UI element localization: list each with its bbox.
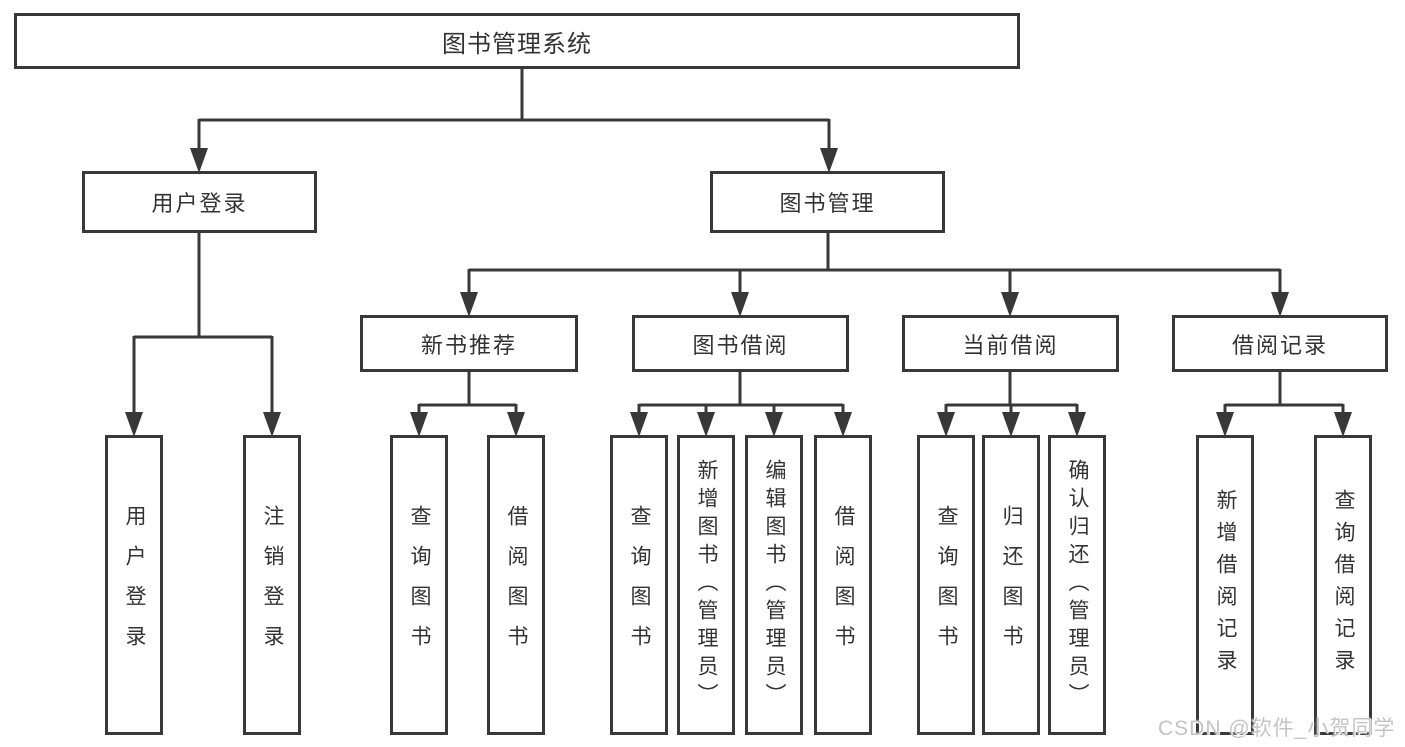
leaf-current-confirm-label: 确认归还（管理员） (1066, 459, 1089, 711)
leaf-logout-label: 注销登录 (261, 505, 284, 665)
arrowhead (937, 412, 955, 437)
node-root-label: 图书管理系统 (442, 30, 592, 58)
connector-root (197, 69, 831, 152)
node-book-borrow: 图书借阅 (632, 315, 849, 372)
arrowhead (190, 148, 208, 173)
leaf-user-login: 用户登录 (105, 435, 163, 735)
leaf-current-confirm: 确认归还（管理员） (1048, 435, 1106, 735)
leaf-records-query-label: 查询借阅记录 (1332, 489, 1355, 681)
arrowhead (1001, 292, 1019, 317)
connector-user-login (132, 232, 274, 416)
leaf-newbooks-query: 查询图书 (390, 435, 448, 735)
connector-current (944, 371, 1079, 416)
leaf-records-query: 查询借阅记录 (1314, 435, 1372, 735)
leaf-newbooks-borrow-label: 借阅图书 (505, 505, 528, 665)
node-new-books-label: 新书推荐 (420, 332, 517, 358)
leaf-borrow-query: 查询图书 (610, 435, 668, 735)
csdn-watermark: CSDN @软件_小贺同学 (1158, 717, 1396, 740)
arrowhead (1216, 412, 1234, 437)
arrowhead (263, 412, 281, 437)
leaf-current-query: 查询图书 (917, 435, 975, 735)
leaf-current-return: 归还图书 (982, 435, 1040, 735)
arrowhead (1334, 412, 1352, 437)
arrowhead (731, 292, 749, 317)
arrowhead (697, 412, 715, 437)
arrowheads (125, 148, 1352, 437)
leaf-records-add-label: 新增借阅记录 (1214, 489, 1237, 681)
connector-book-mgmt (467, 232, 1282, 296)
leaf-newbooks-borrow: 借阅图书 (487, 435, 545, 735)
leaf-records-add: 新增借阅记录 (1196, 435, 1254, 735)
leaf-borrow-query-label: 查询图书 (628, 505, 651, 665)
leaf-newbooks-query-label: 查询图书 (408, 505, 431, 665)
node-borrow-records: 借阅记录 (1172, 315, 1388, 372)
arrowhead (1271, 292, 1289, 317)
connector-records (1223, 371, 1345, 416)
arrowhead (834, 412, 852, 437)
leaf-current-query-label: 查询图书 (935, 505, 958, 665)
leaf-user-login-label: 用户登录 (123, 505, 146, 665)
leaf-current-return-label: 归还图书 (1000, 505, 1023, 665)
leaf-logout: 注销登录 (243, 435, 301, 735)
node-current-borrow: 当前借阅 (902, 315, 1119, 372)
node-book-mgmt-label: 图书管理 (779, 191, 876, 216)
leaf-borrow-borrow-label: 借阅图书 (832, 505, 855, 665)
connector-new-books (417, 371, 518, 416)
node-new-books: 新书推荐 (360, 315, 578, 372)
connector-borrow (637, 371, 845, 416)
node-user-login-label: 用户登录 (151, 191, 248, 216)
leaf-borrow-add-label: 新增图书（管理员） (695, 459, 718, 711)
arrowhead (1002, 412, 1020, 437)
leaf-borrow-borrow: 借阅图书 (814, 435, 872, 735)
arrowhead (630, 412, 648, 437)
leaf-borrow-edit: 编辑图书（管理员） (745, 435, 803, 735)
arrowhead (765, 412, 783, 437)
arrowhead (820, 148, 838, 173)
leaf-borrow-edit-label: 编辑图书（管理员） (763, 459, 786, 711)
node-borrow-records-label: 借阅记录 (1231, 332, 1328, 358)
arrowhead (507, 412, 525, 437)
node-book-mgmt: 图书管理 (710, 171, 945, 233)
arrowhead (1068, 412, 1086, 437)
arrowhead (125, 412, 143, 437)
node-current-borrow-label: 当前借阅 (962, 332, 1059, 358)
arrowhead (410, 412, 428, 437)
arrowhead (460, 292, 478, 317)
node-user-login: 用户登录 (82, 171, 317, 233)
node-root: 图书管理系统 (14, 13, 1020, 69)
node-book-borrow-label: 图书借阅 (692, 332, 789, 358)
leaf-borrow-add: 新增图书（管理员） (677, 435, 735, 735)
